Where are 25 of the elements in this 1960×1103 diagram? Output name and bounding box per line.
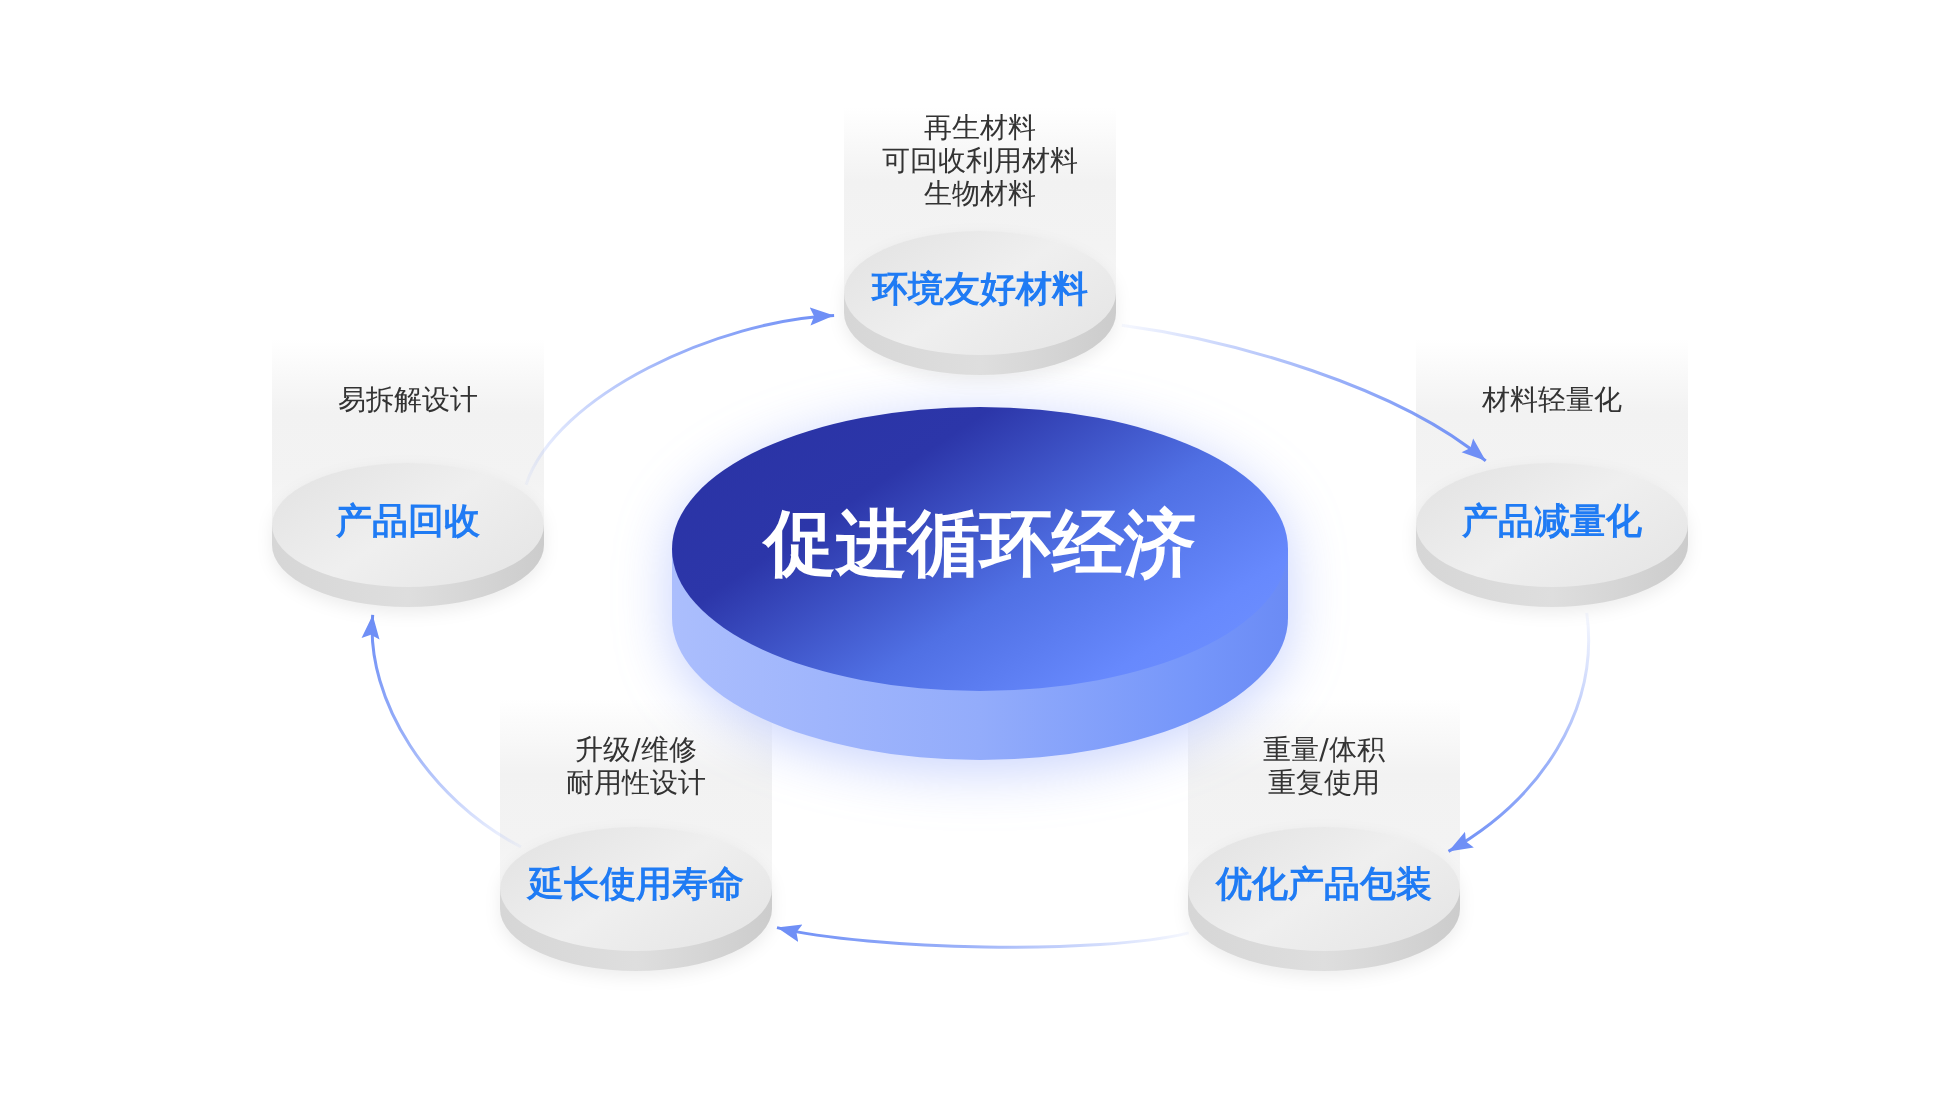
feature-text: 可回收利用材料 bbox=[882, 144, 1078, 178]
node-title: 环境友好材料 bbox=[872, 268, 1088, 310]
curved-arrow bbox=[1447, 612, 1591, 853]
feature-text: 耐用性设计 bbox=[566, 766, 706, 800]
node-title: 产品回收 bbox=[336, 500, 480, 542]
curved-arrow bbox=[524, 308, 835, 486]
disk-platform bbox=[500, 827, 772, 971]
feature-text: 重复使用 bbox=[1268, 766, 1380, 800]
disk-platform bbox=[844, 231, 1116, 375]
node-title: 延长使用寿命 bbox=[528, 863, 744, 905]
curved-arrow bbox=[776, 923, 1189, 949]
hub-title: 促进循环经济 bbox=[764, 501, 1196, 585]
disk-platform bbox=[1416, 463, 1688, 607]
curved-arrow bbox=[1121, 323, 1487, 462]
disk-platform bbox=[272, 463, 544, 607]
feature-text: 材料轻量化 bbox=[1482, 383, 1622, 417]
feature-text: 升级/维修 bbox=[575, 733, 697, 767]
feature-text: 易拆解设计 bbox=[338, 383, 478, 417]
feature-text: 重量/体积 bbox=[1263, 733, 1385, 767]
node-title: 优化产品包装 bbox=[1216, 863, 1432, 905]
node-title: 产品减量化 bbox=[1462, 500, 1642, 542]
curved-arrow bbox=[363, 614, 522, 849]
feature-text: 生物材料 bbox=[924, 177, 1036, 211]
feature-text: 再生材料 bbox=[924, 111, 1036, 145]
disk-platform bbox=[1188, 827, 1460, 971]
